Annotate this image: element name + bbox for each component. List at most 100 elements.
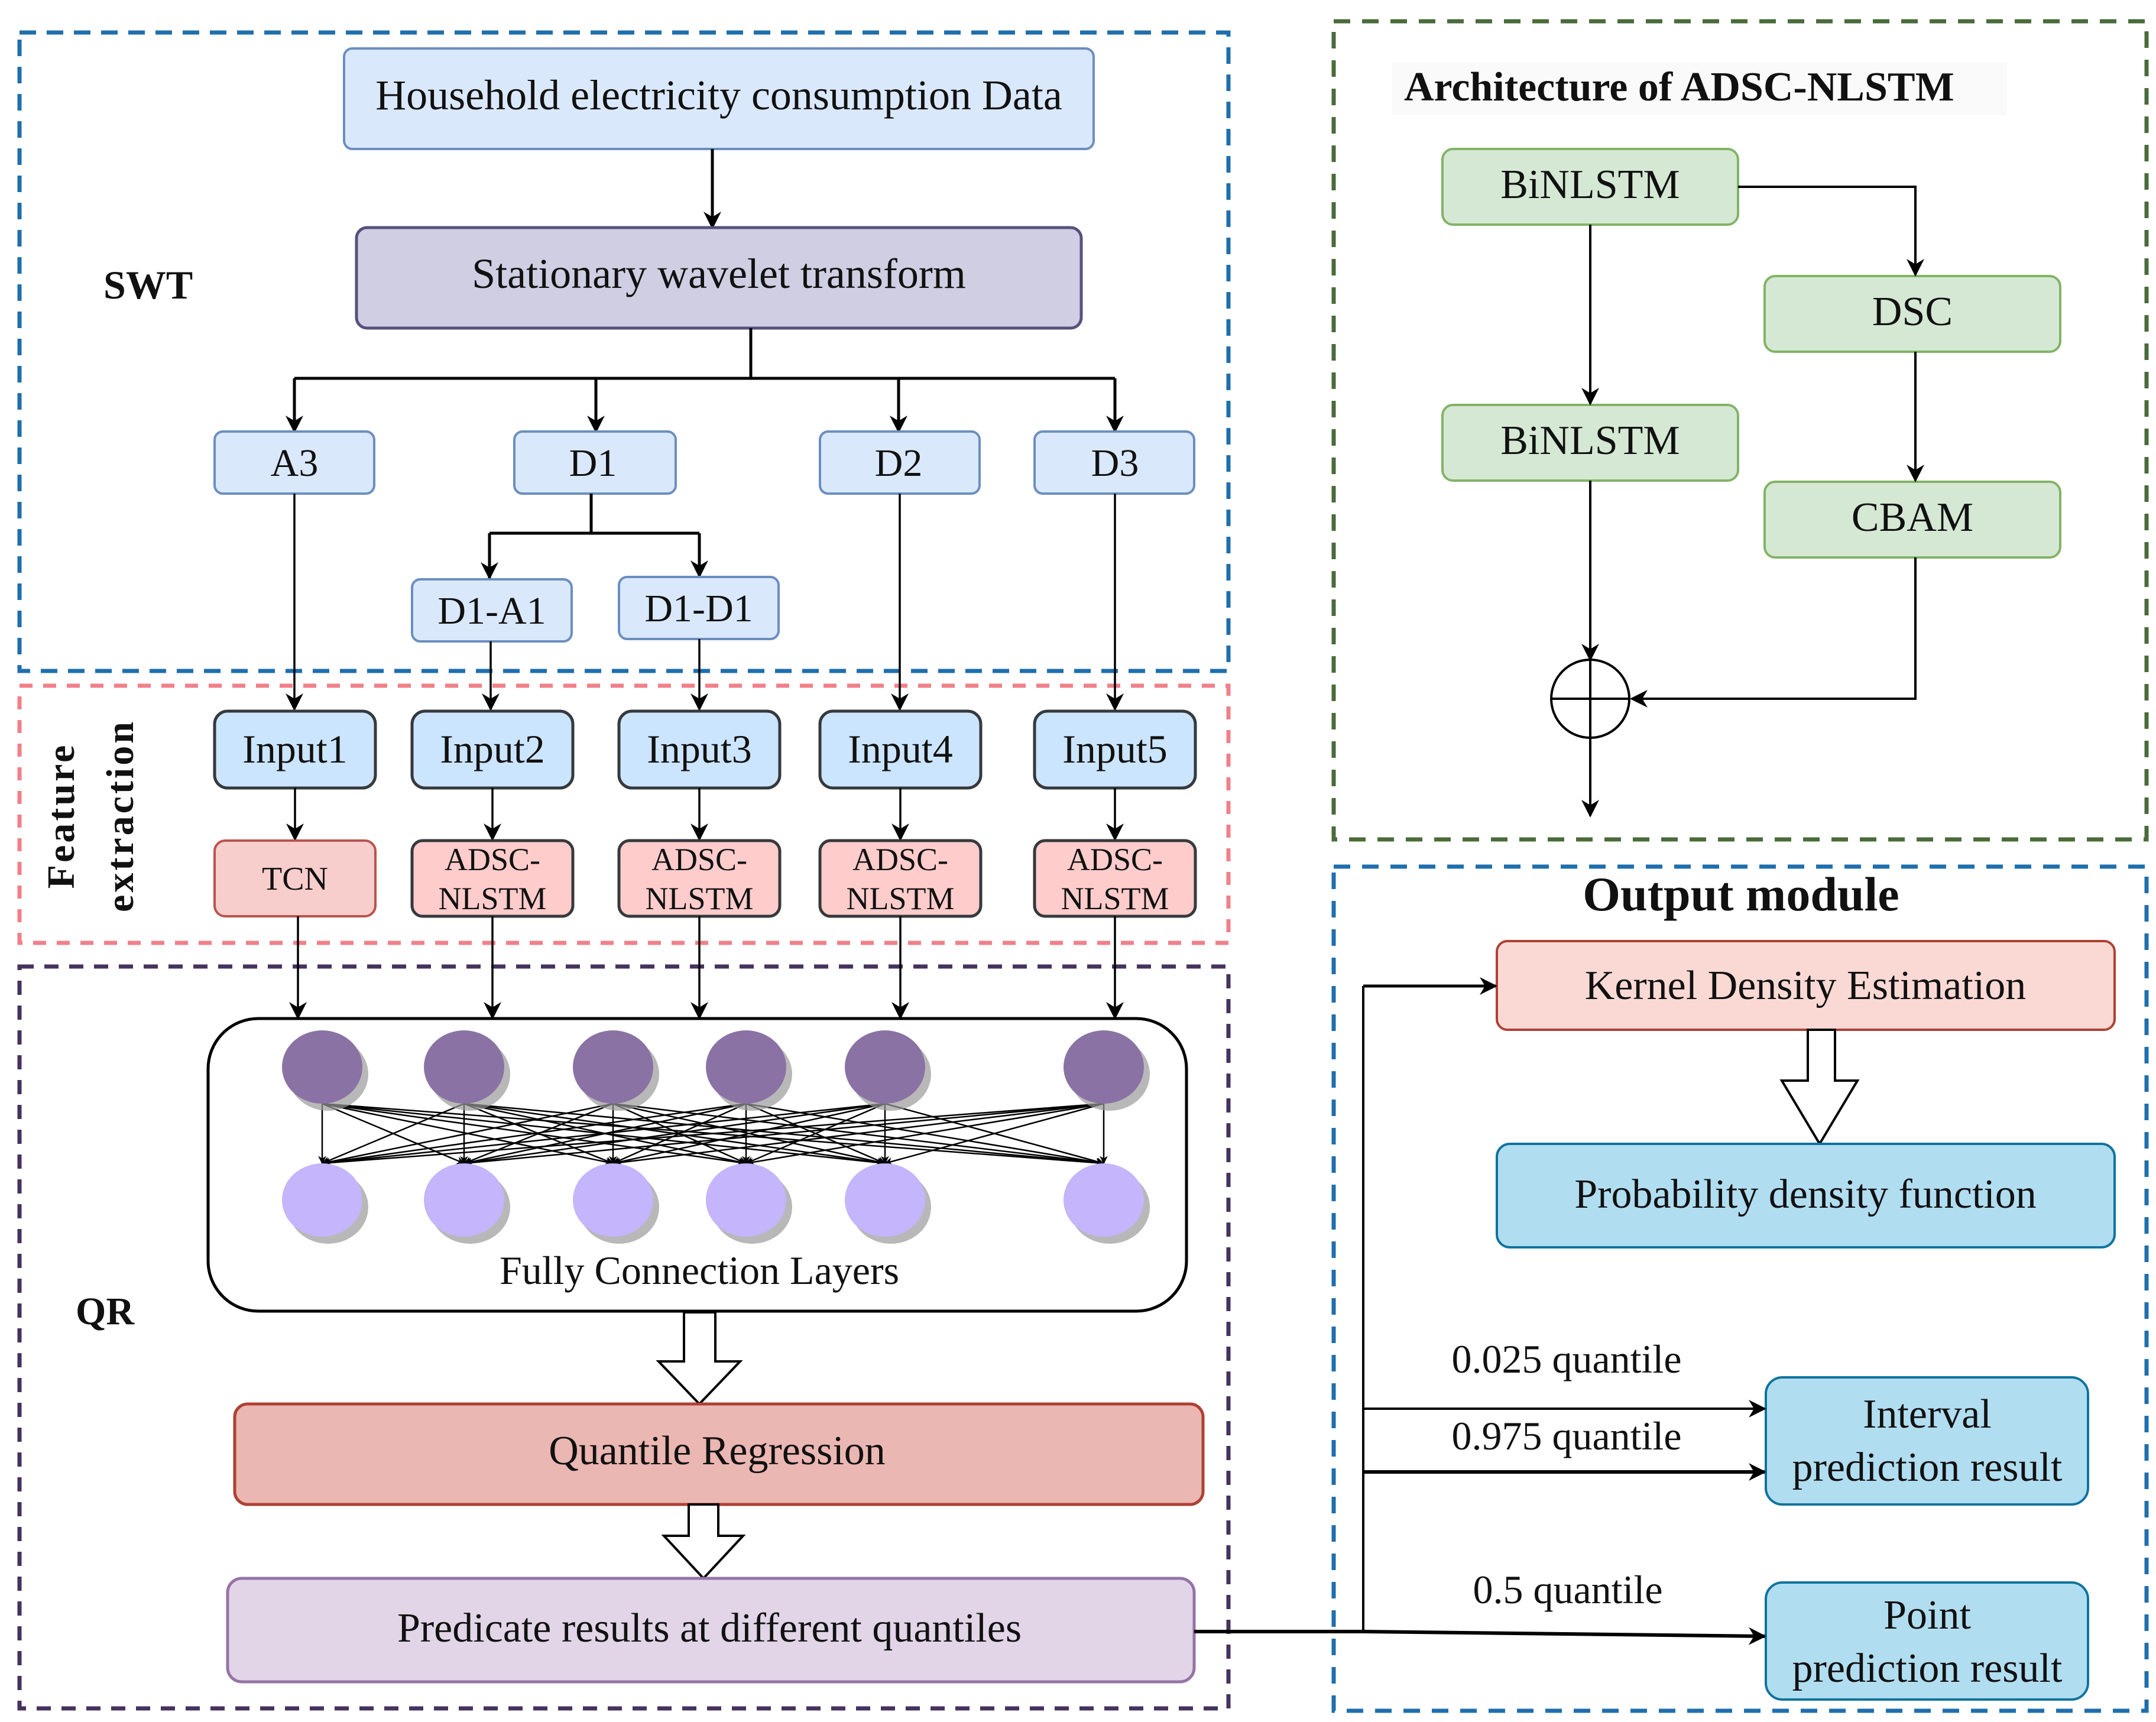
node-d1[interactable]: D1 bbox=[513, 430, 677, 495]
arch-title-bg bbox=[1392, 62, 2007, 115]
fc-edge bbox=[884, 1102, 1104, 1166]
fc-layers-label: Fully Connection Layers bbox=[500, 1248, 899, 1293]
arch-node-dsc[interactable]: DSC bbox=[1763, 275, 2061, 353]
node-d2-label: D2 bbox=[875, 442, 923, 485]
fc-neuron-top bbox=[1064, 1030, 1144, 1104]
swt-section-label: SWT bbox=[103, 262, 193, 307]
fc-neuron-bottom bbox=[282, 1163, 362, 1237]
node-predicate-results-label: Predicate results at different quantiles bbox=[397, 1606, 1022, 1651]
fc-neuron-bottom bbox=[424, 1163, 504, 1237]
arch-node-cbam[interactable]: CBAM bbox=[1763, 481, 2061, 559]
node-d1-d1-label: D1-D1 bbox=[644, 587, 753, 630]
fc-neuron-top bbox=[573, 1030, 653, 1104]
add-circle-icon bbox=[1550, 659, 1630, 739]
fc-connections bbox=[318, 1102, 1108, 1168]
node-d3[interactable]: D3 bbox=[1033, 430, 1195, 495]
fc-neuron-top bbox=[424, 1030, 504, 1104]
node-input2-label: Input2 bbox=[440, 727, 545, 771]
node-adsc-3-line2: NLSTM bbox=[846, 881, 954, 916]
node-a3-label: A3 bbox=[271, 442, 319, 485]
node-interval-line2: prediction result bbox=[1792, 1445, 2063, 1490]
fc-edge bbox=[321, 1102, 465, 1165]
qr-frame bbox=[17, 964, 1231, 1711]
hollow-arrow-fc-to-qr bbox=[656, 1311, 743, 1406]
arch-cbam-label: CBAM bbox=[1852, 495, 1973, 540]
node-adsc-nlstm-3[interactable]: ADSC- NLSTM bbox=[818, 839, 983, 918]
node-d1-a1-label: D1-A1 bbox=[437, 589, 546, 633]
arch-node-binlstm-1[interactable]: BiNLSTM bbox=[1441, 148, 1739, 226]
swt-branch-connectors bbox=[286, 328, 1124, 433]
node-kde-label: Kernel Density Estimation bbox=[1585, 963, 2027, 1008]
label-q-0025: 0.025 quantile bbox=[1451, 1337, 1681, 1382]
arch-binlstm-2-label: BiNLSTM bbox=[1500, 418, 1680, 463]
node-input4-label: Input4 bbox=[848, 727, 953, 771]
model-row: TCN ADSC- NLSTM ADSC- NLSTM ADSC- NLSTM … bbox=[213, 839, 1197, 918]
node-point-result[interactable]: Point prediction result bbox=[1765, 1581, 2089, 1701]
node-input4[interactable]: Input4 bbox=[818, 709, 983, 790]
hollow-arrow-kde-to-pdf bbox=[1779, 1029, 1860, 1146]
node-household-data[interactable]: Household electricity consumption Data bbox=[343, 47, 1095, 150]
fc-edge bbox=[321, 1102, 747, 1167]
node-input2[interactable]: Input2 bbox=[410, 709, 575, 790]
arch-connectors bbox=[1581, 186, 1924, 818]
node-adsc-1-line1: ADSC- bbox=[445, 842, 540, 877]
feature-label-line2: extraction bbox=[99, 719, 142, 912]
node-input3[interactable]: Input3 bbox=[617, 709, 782, 790]
node-input5[interactable]: Input5 bbox=[1033, 709, 1197, 790]
node-d1-label: D1 bbox=[569, 442, 617, 485]
model-to-fc-connectors bbox=[289, 916, 1124, 1020]
node-quantile-regression-label: Quantile Regression bbox=[549, 1428, 886, 1474]
feature-label-line1: Feature bbox=[40, 743, 83, 889]
node-interval-line1: Interval bbox=[1863, 1392, 1992, 1437]
fc-edge bbox=[321, 1102, 614, 1166]
node-adsc-2-line1: ADSC- bbox=[651, 842, 747, 877]
swt-frame bbox=[17, 30, 1231, 673]
fully-connected-layers-block[interactable]: Fully Connection Layers bbox=[206, 1017, 1188, 1313]
fc-edge bbox=[463, 1102, 886, 1167]
node-d2[interactable]: D2 bbox=[819, 430, 981, 495]
node-quantile-regression[interactable]: Quantile Regression bbox=[233, 1402, 1205, 1506]
node-tcn[interactable]: TCN bbox=[213, 839, 377, 917]
output-title: Output module bbox=[1583, 867, 1899, 921]
fc-edge bbox=[745, 1102, 1104, 1166]
node-predicate-results[interactable]: Predicate results at different quantiles bbox=[226, 1577, 1196, 1684]
node-pdf-label: Probability density function bbox=[1574, 1172, 2037, 1217]
fc-edge bbox=[612, 1102, 886, 1166]
fc-neuron-top bbox=[282, 1030, 362, 1104]
output-frame bbox=[1331, 864, 2149, 1713]
node-swt-transform-label: Stationary wavelet transform bbox=[472, 250, 966, 297]
label-q-05: 0.5 quantile bbox=[1473, 1567, 1662, 1612]
node-input1[interactable]: Input1 bbox=[213, 709, 377, 790]
hollow-arrow-qr-to-predicate bbox=[661, 1503, 746, 1580]
node-adsc-nlstm-1[interactable]: ADSC- NLSTM bbox=[410, 839, 575, 918]
fc-edge bbox=[321, 1102, 886, 1167]
fc-neuron-bottom bbox=[1064, 1163, 1144, 1237]
node-swt-transform[interactable]: Stationary wavelet transform bbox=[355, 226, 1083, 330]
arch-title: Architecture of ADSC-NLSTM bbox=[1404, 64, 1954, 110]
feature-section-label: Feature extraction bbox=[40, 719, 142, 912]
input-to-model-connectors bbox=[286, 788, 1124, 841]
node-d1-a1[interactable]: D1-A1 bbox=[411, 578, 573, 643]
qr-section-label: QR bbox=[76, 1290, 135, 1333]
fc-edge bbox=[321, 1102, 1104, 1168]
node-a3[interactable]: A3 bbox=[213, 430, 375, 495]
node-kde[interactable]: Kernel Density Estimation bbox=[1496, 940, 2116, 1031]
fc-edge bbox=[745, 1102, 886, 1165]
node-pdf[interactable]: Probability density function bbox=[1496, 1143, 2116, 1248]
fc-neuron-top bbox=[845, 1030, 925, 1104]
node-point-line1: Point bbox=[1883, 1593, 1971, 1638]
arch-node-binlstm-2[interactable]: BiNLSTM bbox=[1441, 404, 1739, 482]
input-row: Input1 Input2 Input3 Input4 Input5 bbox=[213, 709, 1197, 790]
label-q-0975: 0.975 quantile bbox=[1451, 1413, 1681, 1458]
node-adsc-nlstm-4[interactable]: ADSC- NLSTM bbox=[1033, 839, 1197, 918]
node-interval-result[interactable]: Interval prediction result bbox=[1765, 1376, 2089, 1506]
node-adsc-3-line1: ADSC- bbox=[852, 842, 948, 877]
node-adsc-nlstm-2[interactable]: ADSC- NLSTM bbox=[617, 839, 782, 918]
node-adsc-2-line2: NLSTM bbox=[645, 881, 753, 916]
output-connectors bbox=[1194, 977, 1766, 1645]
node-d3-label: D3 bbox=[1091, 442, 1139, 485]
component-to-input-connectors bbox=[286, 494, 1124, 711]
node-d1-d1[interactable]: D1-D1 bbox=[618, 576, 780, 640]
fc-neuron-bottom bbox=[573, 1163, 653, 1237]
